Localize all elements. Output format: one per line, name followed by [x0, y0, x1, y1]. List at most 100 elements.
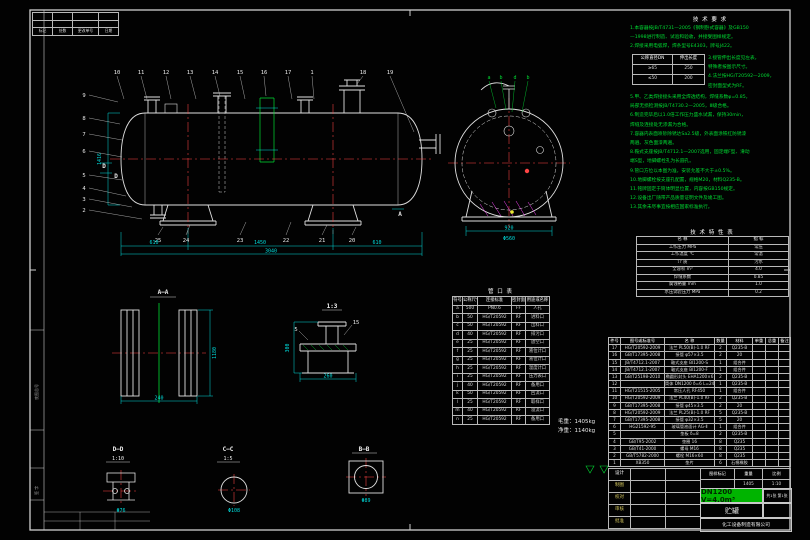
- balloon-number: 1: [310, 70, 313, 76]
- table-row: [32, 12, 119, 21]
- note-line: 10.地脚螺栓按支座孔配置，规格M20，材料Q235-B。: [630, 177, 745, 183]
- label-cc-scale: 1:5: [223, 456, 232, 462]
- sheet-count-cell: 共1张 第1张: [762, 488, 792, 504]
- dim-text: Φ108: [228, 508, 240, 514]
- vessel-side-view: [120, 79, 441, 226]
- centerlines: [103, 98, 570, 506]
- end-view-leaders: [488, 80, 529, 113]
- note-line: 5.甲、乙类焊接接头采用全焊透结构，焊缝系数φ=0.85，: [630, 95, 751, 100]
- table-row: 制图: [608, 480, 701, 493]
- notes-lines-rest: 5.甲、乙类焊接接头采用全焊透结构，焊缝系数φ=0.85， 局部无损检测按JB/…: [630, 93, 790, 213]
- drawing-frame: [29, 9, 791, 531]
- nozzle-table-title: 管 口 表: [488, 289, 513, 295]
- balloon-number: 5: [82, 173, 85, 179]
- section-bb: [348, 460, 384, 494]
- balloon-number: 12: [163, 70, 170, 76]
- table-row: 设计: [608, 468, 701, 481]
- balloon-number: 8: [82, 116, 85, 122]
- dim-text: 1450: [254, 240, 266, 246]
- balloon-number: 7: [82, 132, 85, 138]
- dim-text: Φ76: [116, 508, 125, 514]
- balloon-numbers-bottom: 25 24 23 22 21 20: [155, 238, 356, 244]
- dim-text: 610: [372, 240, 381, 246]
- dim-text: 3040: [265, 249, 277, 255]
- balloon-number: 4: [82, 186, 86, 192]
- revision-table: 标记处数更改单号日期: [32, 12, 119, 36]
- balloon-number: 9: [82, 93, 85, 99]
- balloon-number: 18: [360, 70, 367, 76]
- nozzle-letter: a: [487, 75, 490, 81]
- section-aa: [120, 309, 198, 397]
- balloon-numbers-top: 10 11 12 13 14 15 16 17 1 18 19: [114, 70, 394, 76]
- dim-text: 260: [323, 374, 332, 380]
- finish-symbols: [585, 465, 609, 474]
- balloon-number: 22: [283, 238, 290, 244]
- dim-text: 1180: [212, 347, 218, 359]
- note-line: 焊缝及连接处无渗漏为合格。: [630, 122, 691, 128]
- dim-text: 1416: [97, 153, 103, 165]
- label-section-cc: C—C: [223, 446, 234, 453]
- net-weight-label: 净重：1140kg: [558, 428, 596, 434]
- table-row: 符号公称尺寸连接标准密封面用途或名称: [452, 296, 550, 306]
- balloon-numbers-left: 9 8 7 6 5 4 3 2: [82, 93, 86, 214]
- note-line: 13.其余未尽事宜按相应国家标准执行。: [630, 205, 713, 211]
- balloon-number: 25: [155, 238, 162, 244]
- note-line: 密封面型式为RF。: [708, 83, 747, 89]
- label-section-aa: A—A: [158, 289, 169, 296]
- signature-table: 设计制图校对审核批准: [608, 468, 701, 529]
- dim-text: 300: [285, 343, 291, 352]
- table-row: 标记处数更改单号日期: [32, 27, 119, 36]
- table-row: 审核: [608, 504, 701, 517]
- section-letter-d: D: [114, 173, 118, 180]
- dim-text: Φ560: [503, 236, 515, 242]
- note-line: 8.鞍式支座按JB/T4712.1—2007选用，固定端F型、滑动: [630, 150, 750, 156]
- balloon-leaders: [88, 75, 415, 236]
- dim-text: 610: [149, 240, 158, 246]
- section-dd: [106, 472, 136, 501]
- note-line: —1998进行制造、试验和验收，并接受图样规定。: [630, 35, 736, 41]
- section-letters: A D D: [102, 163, 402, 218]
- company-cell: 化工设备制造有限公司: [700, 517, 792, 532]
- notes-lines-side: 3.接管伸出长度见左表， 特殊者按图示尺寸。4.法兰按HG/T20592—200…: [708, 54, 792, 91]
- section-labels: A—A 1:3 D—D 1:10 C—C 1:5 B—B: [112, 289, 370, 462]
- margin-label: 底图总号: [34, 384, 39, 400]
- section-cc-circle: [220, 476, 248, 504]
- balloon-numbers-detail: 15 5: [294, 320, 359, 333]
- note-line: 12.设备出厂随带产品质量证明文件及竣工图。: [630, 196, 727, 202]
- saddle-hatch: [479, 200, 537, 217]
- nozzle-mark-red: [524, 168, 530, 174]
- note-line: 9.管口方位以本图为准，安装允差不大于±0.5%。: [630, 168, 735, 174]
- nozzle-letter: b: [499, 75, 502, 81]
- balloon-number: 24: [183, 238, 190, 244]
- balloon-number: 11: [138, 70, 145, 76]
- note-line: 特殊者按图示尺寸。: [708, 65, 751, 71]
- table-row: 图样标记重量比例: [700, 468, 791, 480]
- note-line: 局部无损检测按JB/T4730.2—2005，Ⅲ级合格。: [630, 104, 732, 110]
